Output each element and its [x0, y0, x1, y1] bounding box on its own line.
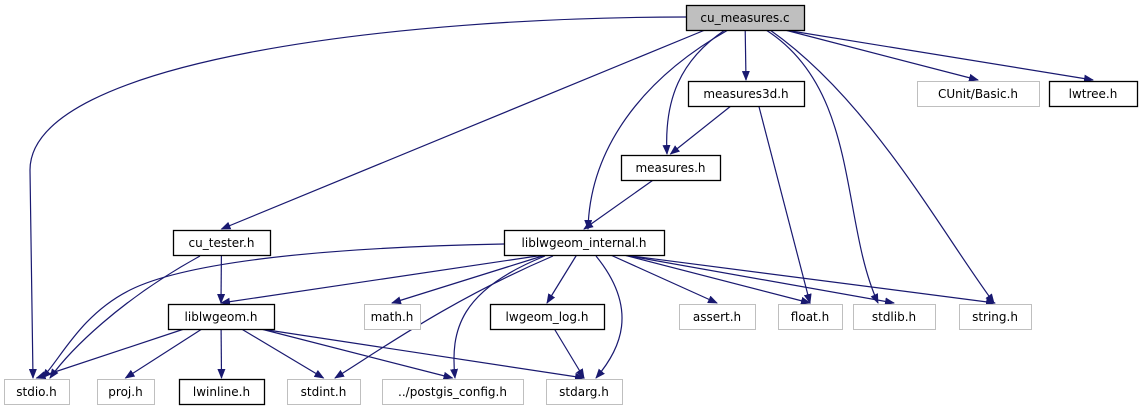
edge-liblwgeom-internal-h-to-liblwgeom-h — [220, 254, 545, 306]
edge-cu-measures-c-to-lwtree-h — [784, 29, 1094, 83]
node-label: float.h — [791, 310, 829, 324]
edge-cu-measures-c-to-stdio-h — [28, 16, 687, 379]
node-box — [685, 4, 806, 32]
node-box — [546, 379, 623, 405]
edge-measures-h-to-liblwgeom-internal-h — [583, 179, 654, 230]
edge-cu-measures-c-to-measures3d-h — [741, 29, 750, 81]
node-label: measures.h — [635, 161, 705, 175]
edge-liblwgeom-internal-h-to-stdio-h — [41, 243, 505, 379]
node-label: lwgeom_log.h — [506, 310, 589, 324]
node-lwinline-h[interactable]: lwinline.h — [178, 378, 266, 406]
edge-cu-measures-c-to-cu-tester-h — [220, 29, 706, 230]
node-float-h: float.h — [778, 304, 843, 330]
node-label: stdlib.h — [872, 310, 916, 324]
node-label: lwinline.h — [193, 385, 250, 399]
node-cu-measures-c: cu_measures.c — [685, 4, 806, 32]
node-liblwgeom-h[interactable]: liblwgeom.h — [167, 303, 276, 331]
node-cunit-basic-h: CUnit/Basic.h — [917, 81, 1040, 107]
edge-lwgeom-log-h-to-stdarg-h — [553, 328, 585, 379]
node-label: stdint.h — [301, 385, 347, 399]
node-box — [489, 303, 606, 331]
node-box — [917, 81, 1040, 107]
node-label: liblwgeom_internal.h — [522, 236, 647, 250]
node-label: cu_measures.c — [700, 11, 789, 25]
node-box — [503, 229, 666, 257]
edge-liblwgeom-internal-h-to-string-h — [623, 254, 996, 306]
node-box — [364, 304, 421, 330]
edge-liblwgeom-h-to-postgis-config-h — [260, 328, 454, 380]
edges — [28, 16, 1094, 381]
node-box — [4, 379, 70, 405]
edge-cu-measures-c-to-measures-h — [662, 29, 726, 155]
edge-liblwgeom-h-to-stdio-h — [35, 328, 185, 379]
node-proj-h: proj.h — [97, 379, 155, 405]
node-label: CUnit/Basic.h — [938, 87, 1018, 101]
node-box — [97, 379, 155, 405]
edge-liblwgeom-internal-h-to-lwgeom-log-h — [546, 254, 578, 304]
edge-liblwgeom-internal-h-to-postgis-config-h — [450, 255, 546, 379]
node-box — [382, 379, 524, 405]
node-string-h: string.h — [959, 304, 1032, 330]
node-box — [287, 379, 361, 405]
node-box — [1048, 80, 1139, 108]
node-cu-tester-h[interactable]: cu_tester.h — [172, 229, 272, 257]
node-box — [687, 80, 806, 108]
node-label: measures3d.h — [703, 87, 788, 101]
node-measures3d-h[interactable]: measures3d.h — [687, 80, 806, 108]
edge-liblwgeom-internal-h-to-assert-h — [610, 254, 718, 304]
edge-measures3d-h-to-measures-h — [669, 105, 732, 155]
node-label: string.h — [972, 310, 1018, 324]
node-box — [679, 304, 756, 330]
node-lwtree-h[interactable]: lwtree.h — [1048, 80, 1139, 108]
edge-liblwgeom-internal-h-to-stdarg-h — [595, 255, 623, 379]
node-label: assert.h — [693, 310, 741, 324]
node-measures-h[interactable]: measures.h — [620, 154, 722, 182]
node-box — [853, 304, 936, 330]
node-postgis-config-h: ../postgis_config.h — [382, 379, 524, 405]
node-label: proj.h — [108, 385, 142, 399]
node-label: cu_tester.h — [189, 236, 255, 250]
node-stdint-h: stdint.h — [287, 379, 361, 405]
edge-cu-measures-c-to-liblwgeom-internal-h — [584, 29, 729, 230]
edge-liblwgeom-internal-h-to-float-h — [623, 254, 811, 305]
node-label: ../postgis_config.h — [398, 385, 507, 399]
node-lwgeom-log-h[interactable]: lwgeom_log.h — [489, 303, 606, 331]
edge-measures3d-h-to-float-h — [758, 105, 812, 304]
node-assert-h: assert.h — [679, 304, 756, 330]
edge-liblwgeom-h-to-stdarg-h — [260, 328, 585, 381]
node-label: lwtree.h — [1069, 87, 1118, 101]
node-label: stdarg.h — [559, 385, 609, 399]
edge-liblwgeom-h-to-stdint-h — [241, 328, 325, 379]
node-box — [178, 378, 266, 406]
node-label: math.h — [371, 310, 414, 324]
node-stdlib-h: stdlib.h — [853, 304, 936, 330]
node-box — [620, 154, 722, 182]
node-label: liblwgeom.h — [185, 310, 258, 324]
node-math-h: math.h — [364, 304, 421, 330]
edge-cu-measures-c-to-stdlib-h — [765, 29, 879, 304]
edge-liblwgeom-h-to-proj-h — [124, 328, 203, 379]
node-box — [172, 229, 272, 257]
edge-liblwgeom-internal-h-to-stdlib-h — [623, 254, 895, 306]
edge-liblwgeom-internal-h-to-stdint-h — [334, 255, 554, 379]
node-box — [167, 303, 276, 331]
edge-cu-measures-c-to-cunit-basic-h — [784, 29, 979, 82]
edge-cu-measures-c-to-string-h — [769, 29, 995, 304]
nodes: cu_measures.c measures3d.h CUnit/Basic.h lw… — [4, 4, 1139, 406]
node-stdio-h: stdio.h — [4, 379, 70, 405]
node-liblwgeom-internal-h[interactable]: liblwgeom_internal.h — [503, 229, 666, 257]
node-stdarg-h: stdarg.h — [546, 379, 623, 405]
node-box — [959, 304, 1032, 330]
node-label: stdio.h — [16, 385, 56, 399]
edge-cu-tester-h-to-stdio-h — [49, 255, 201, 379]
edge-liblwgeom-internal-h-to-math-h — [391, 254, 546, 305]
node-box — [778, 304, 843, 330]
